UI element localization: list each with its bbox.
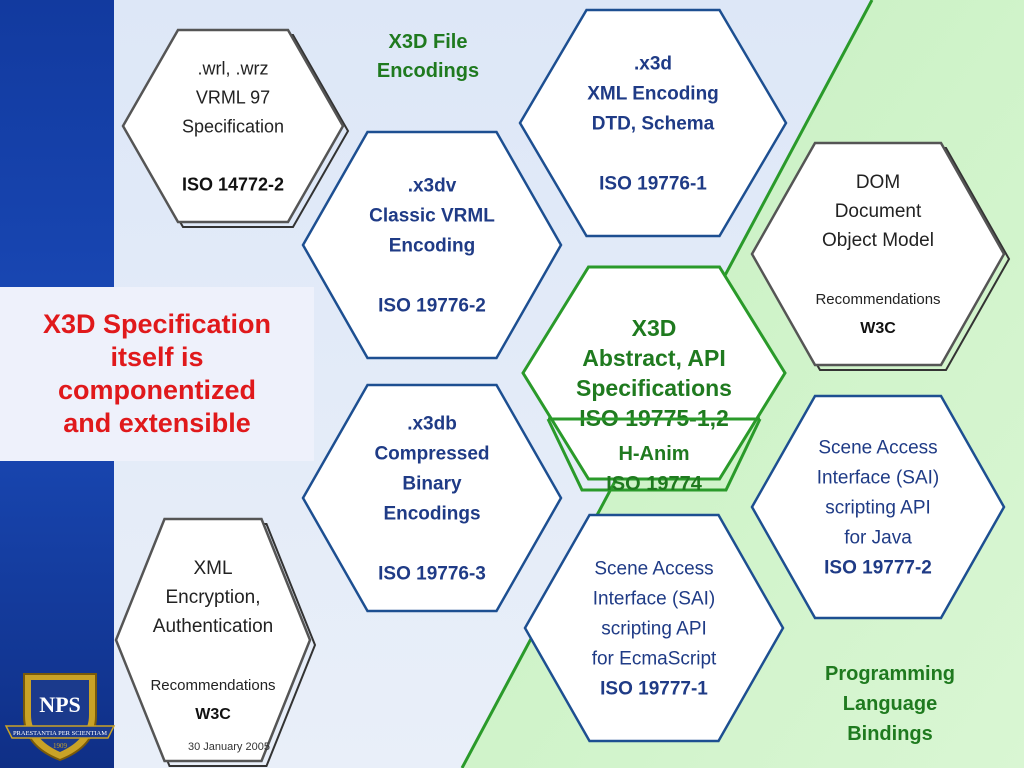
hexagon-line: W3C — [195, 706, 231, 723]
hexagon-line: H-Anim — [618, 443, 689, 465]
language-bindings-label: Bindings — [847, 723, 933, 745]
hexagon-shape — [750, 141, 1006, 367]
file-encodings-label: X3D File — [389, 31, 468, 53]
nps-logo: NPS PRAESTANTIA PER SCIENTIAM 1909 — [4, 673, 116, 762]
hexagon-shape — [523, 513, 785, 743]
file-encodings-label: Encodings — [377, 60, 479, 82]
hexagon-line: ISO 19777-2 — [824, 558, 932, 579]
hexagon-line: XML — [193, 558, 232, 579]
hexagon-line: .wrl, .wrz — [198, 58, 269, 78]
hexagon-line: .x3d — [634, 54, 672, 75]
hexagon-line: scripting API — [601, 619, 707, 640]
hexagon-line: VRML 97 — [196, 87, 270, 107]
hexagon-line: Scene Access — [594, 559, 713, 580]
hexagon-line: Interface (SAI) — [817, 468, 940, 489]
hexagon-line: scripting API — [825, 498, 931, 519]
hexagon-shape — [518, 8, 788, 238]
hexagon-line: Encryption, — [165, 587, 260, 608]
hexagon-line: Document — [835, 201, 922, 222]
hexagon-line: ISO 19776-3 — [378, 564, 486, 585]
slide-date: 30 January 2005 — [188, 741, 270, 753]
hexagon-line: XML Encoding — [587, 84, 719, 105]
logo-motto: PRAESTANTIA PER SCIENTIAM — [13, 730, 107, 737]
hexagon-line: Interface (SAI) — [593, 589, 716, 610]
hexagon-line: Compressed — [374, 444, 489, 465]
logo-year: 1909 — [53, 742, 68, 750]
hexagon-line: X3D — [632, 315, 677, 341]
hexagon-line: Scene Access — [818, 438, 937, 459]
hexagon-line: Binary — [402, 474, 462, 495]
hexagon-line: Classic VRML — [369, 206, 495, 227]
hexagon-line: .x3dv — [408, 176, 457, 197]
hexagon-line: for EcmaScript — [592, 649, 717, 670]
hexagon-line: ISO 14772-2 — [182, 174, 284, 194]
hexagon-shape — [121, 28, 345, 224]
hexagon-line: ISO 19777-1 — [600, 679, 708, 700]
hexagon-shape — [521, 265, 787, 481]
hanim-outline — [546, 418, 762, 492]
hexagon-line: Recommendations — [815, 291, 940, 308]
callout-box: X3D Specification itself is componentize… — [0, 287, 314, 461]
hexagon-line: W3C — [860, 320, 896, 337]
hexagon-line: Specifications — [576, 375, 732, 401]
hexagon-line: Encoding — [389, 236, 476, 257]
language-bindings-label: Programming — [825, 663, 955, 685]
hexagon-line: ISO 19776-1 — [599, 174, 707, 195]
hexagon-xml-encryption: XML Encryption, AuthenticationRecommendati… — [114, 517, 317, 767]
hexagon-line: Abstract, API — [582, 345, 726, 371]
logo-text: NPS — [39, 692, 81, 717]
hexagon-line: Object Model — [822, 230, 934, 251]
hexagon-line: .x3db — [407, 414, 457, 435]
hexagon-line: ISO 19774 — [606, 473, 703, 495]
callout-text: X3D Specification itself is componentize… — [42, 309, 272, 438]
hexagon-line: Specification — [182, 116, 284, 136]
hexagon-line: for Java — [844, 528, 912, 549]
hexagon-line: DTD, Schema — [592, 114, 715, 135]
hexagon-shape — [301, 383, 563, 613]
hexagon-shape — [750, 394, 1006, 620]
hexagon-line: Authentication — [153, 616, 273, 637]
hexagon-shape — [114, 517, 312, 763]
hexagon-line: Recommendations — [150, 677, 275, 694]
hexagon-line: DOM — [856, 172, 900, 193]
hexagon-line: ISO 19776-2 — [378, 296, 486, 317]
hexagon-shape — [301, 130, 563, 360]
language-bindings-label: Language — [843, 693, 937, 715]
hexagon-line: Encodings — [383, 504, 480, 525]
